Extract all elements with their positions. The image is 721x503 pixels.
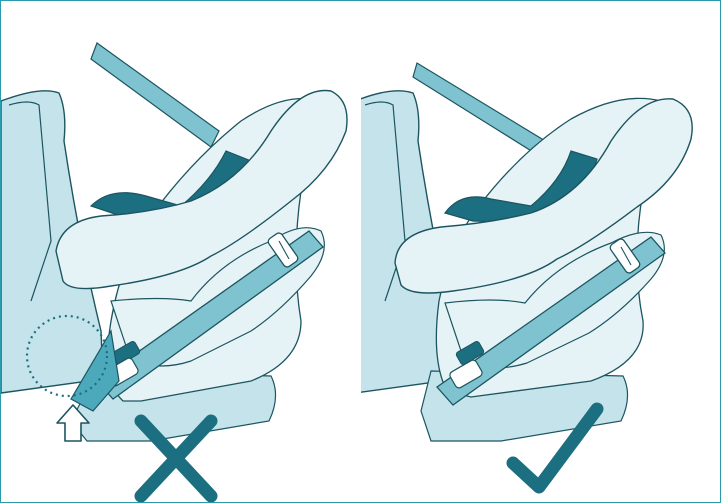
panel-incorrect — [1, 1, 361, 502]
panel-correct — [361, 1, 721, 502]
belt-upper — [91, 43, 219, 147]
panel-incorrect-drawing — [1, 1, 361, 502]
panel-correct-drawing — [361, 1, 721, 502]
